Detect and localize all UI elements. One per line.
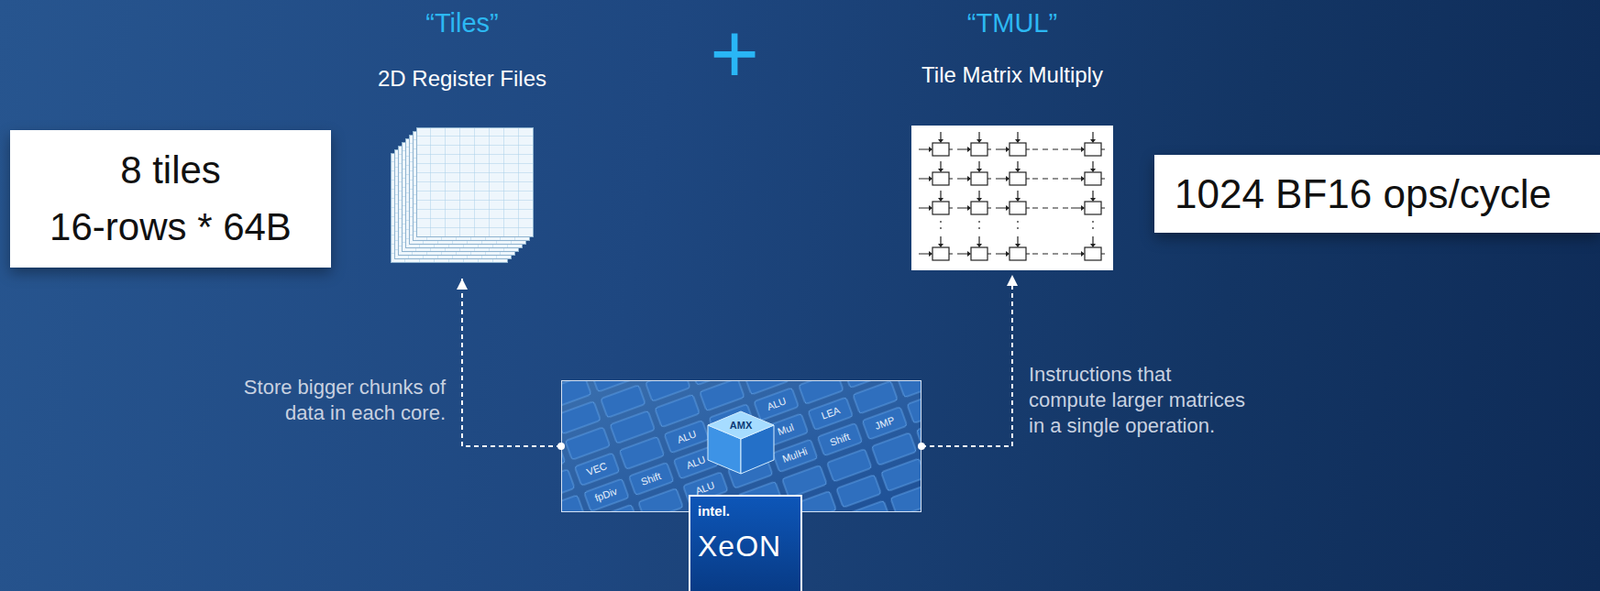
- dashed-arrow: [462, 278, 562, 447]
- unit-label: ALU: [765, 396, 788, 413]
- unit-label: LEA: [819, 406, 841, 422]
- unit-label: VEC: [585, 461, 609, 478]
- block-subtitle: Tile Matrix Multiply: [921, 62, 1104, 89]
- callout-text: Store bigger chunks of data in each core…: [225, 375, 446, 427]
- spec-text: 8 tiles: [120, 142, 221, 199]
- spec-text: 16-rows * 64B: [49, 198, 292, 256]
- callout-text: Instructions that compute larger matrice…: [1028, 362, 1249, 440]
- unit-label: AMX: [729, 420, 752, 431]
- spec-box: 8 tiles16-rows * 64B: [10, 130, 332, 268]
- tile-stack: [385, 127, 536, 274]
- amx-cube: [707, 411, 774, 475]
- unit-label: fpDiv: [594, 486, 619, 505]
- execution-units: [561, 380, 922, 513]
- die-border: [562, 381, 922, 513]
- continuation-dashes: [940, 149, 1093, 254]
- block-title: “TMUL”: [967, 7, 1058, 39]
- block-subtitle: 2D Register Files: [377, 66, 547, 92]
- unit-label: ALU: [684, 454, 707, 472]
- unit-label: Shift: [640, 471, 663, 488]
- tmul-block: “TMUL” Tile Matrix Multiply: [902, 7, 1123, 276]
- plus-sign: +: [709, 11, 760, 96]
- brand-text: XeON: [697, 529, 782, 564]
- unit-label: ALU: [675, 429, 698, 446]
- brand-text: intel.: [697, 503, 730, 520]
- tiles-block: “Tiles” 2D Register Files: [352, 7, 573, 279]
- block-title: “Tiles”: [425, 7, 498, 39]
- pe-cells: [918, 132, 1105, 261]
- unit-label: MulHi: [781, 446, 809, 465]
- spec-text: 1024 BF16 ops/cycle: [1174, 170, 1552, 219]
- unit-label: Shift: [828, 431, 851, 449]
- dashed-arrow: [921, 275, 1013, 447]
- array-panel: [911, 125, 1114, 271]
- die-ground: [561, 380, 922, 513]
- systolic-array: [911, 125, 1114, 271]
- unit-label: JMP: [873, 415, 896, 432]
- tile-sheet: [417, 128, 534, 238]
- unit-label: Mul: [776, 422, 795, 438]
- xeon-logo: intel. XeON: [688, 495, 803, 591]
- spec-box: 1024 BF16 ops/cycle: [1154, 154, 1600, 233]
